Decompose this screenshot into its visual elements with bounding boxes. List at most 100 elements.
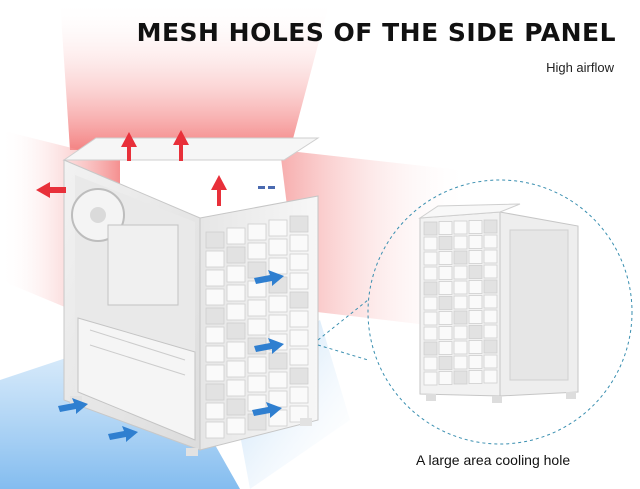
mesh-hole bbox=[468, 265, 483, 279]
mesh-hole bbox=[226, 360, 246, 378]
mesh-hole bbox=[468, 370, 483, 384]
mesh-hole bbox=[205, 345, 225, 363]
mesh-hole bbox=[205, 326, 225, 344]
mesh-hole bbox=[205, 383, 225, 401]
detail-mesh-grid bbox=[423, 219, 498, 386]
shroud-line bbox=[89, 344, 186, 376]
mesh-hole bbox=[423, 266, 438, 281]
mesh-hole bbox=[483, 279, 498, 294]
mesh-hole bbox=[483, 234, 498, 249]
hot-air-arrow-icon bbox=[121, 132, 137, 161]
mesh-hole bbox=[483, 219, 498, 234]
mesh-hole bbox=[205, 250, 225, 268]
mesh-hole bbox=[438, 371, 453, 385]
mesh-hole bbox=[205, 269, 225, 287]
mesh-hole bbox=[483, 264, 498, 279]
cool-air-arrow-icon bbox=[254, 338, 284, 354]
case-top-panel bbox=[62, 137, 320, 161]
mesh-hole bbox=[226, 246, 246, 264]
mesh-hole bbox=[453, 340, 468, 355]
mesh-hole bbox=[423, 251, 438, 266]
mesh-hole bbox=[438, 356, 453, 370]
detail-case bbox=[418, 203, 579, 403]
mesh-hole bbox=[226, 417, 246, 435]
mesh-hole bbox=[453, 250, 468, 265]
mesh-hole bbox=[423, 371, 438, 386]
detail-case-foot bbox=[566, 392, 576, 399]
zoom-circle bbox=[367, 179, 633, 445]
mesh-hole bbox=[468, 280, 483, 294]
cool-air-arrow-icon bbox=[58, 398, 88, 414]
hot-air-arrow-icon bbox=[173, 130, 189, 161]
mesh-hole bbox=[226, 265, 246, 283]
mesh-hole bbox=[453, 280, 468, 295]
mesh-hole bbox=[453, 220, 468, 235]
detail-case-foot bbox=[426, 394, 436, 401]
mesh-hole bbox=[226, 284, 246, 302]
detail-case-top bbox=[418, 203, 521, 219]
mesh-hole bbox=[268, 314, 288, 332]
mesh-hole bbox=[453, 310, 468, 325]
shroud-line bbox=[89, 329, 186, 361]
cool-air-arrow-icon bbox=[252, 402, 282, 418]
mesh-hole bbox=[423, 341, 438, 356]
mesh-hole bbox=[289, 253, 309, 271]
mesh-hole bbox=[247, 299, 267, 317]
mesh-hole bbox=[453, 295, 468, 310]
mesh-hole bbox=[453, 370, 468, 385]
mesh-hole bbox=[438, 281, 453, 295]
mesh-hole bbox=[268, 352, 288, 370]
mesh-hole bbox=[289, 272, 309, 290]
mesh-hole bbox=[289, 329, 309, 347]
mesh-hole bbox=[226, 303, 246, 321]
mesh-hole bbox=[423, 236, 438, 251]
mesh-hole bbox=[468, 295, 483, 309]
zoom-connector bbox=[317, 179, 633, 445]
mesh-hole bbox=[423, 221, 438, 236]
mesh-hole bbox=[423, 326, 438, 341]
mesh-hole bbox=[289, 310, 309, 328]
airflow-arrows bbox=[36, 130, 284, 442]
mesh-hole bbox=[247, 413, 267, 431]
mesh-hole bbox=[268, 219, 288, 237]
mesh-hole bbox=[453, 355, 468, 370]
mesh-hole bbox=[226, 398, 246, 416]
case-mesh-grid bbox=[205, 215, 309, 439]
mesh-hole bbox=[483, 324, 498, 339]
mesh-hole bbox=[438, 236, 453, 250]
mesh-hole bbox=[483, 309, 498, 324]
motherboard-tray bbox=[107, 224, 179, 306]
mesh-hole bbox=[205, 421, 225, 439]
mesh-hole bbox=[483, 294, 498, 309]
mesh-hole bbox=[423, 296, 438, 311]
mesh-hole bbox=[247, 242, 267, 260]
cool-air-arrow-icon bbox=[108, 426, 138, 442]
detail-side-window bbox=[509, 229, 569, 381]
mesh-hole bbox=[247, 223, 267, 241]
mesh-hole bbox=[438, 326, 453, 340]
top-io-port bbox=[258, 186, 265, 189]
detail-caption: A large area cooling hole bbox=[416, 452, 571, 468]
mesh-hole bbox=[468, 220, 483, 234]
mesh-hole bbox=[268, 238, 288, 256]
mesh-hole bbox=[247, 375, 267, 393]
mesh-hole bbox=[268, 295, 288, 313]
mesh-hole bbox=[438, 251, 453, 265]
mesh-hole bbox=[289, 291, 309, 309]
case-foot bbox=[186, 448, 198, 456]
case-foot bbox=[300, 418, 312, 426]
mesh-hole bbox=[289, 367, 309, 385]
mesh-hole bbox=[483, 249, 498, 264]
rear-fan-hub bbox=[90, 207, 106, 223]
hot-air-arrow-icon bbox=[211, 175, 227, 206]
mesh-hole bbox=[468, 235, 483, 249]
mesh-hole bbox=[468, 325, 483, 339]
detail-case-foot bbox=[492, 396, 502, 403]
mesh-hole bbox=[438, 221, 453, 235]
mesh-hole bbox=[205, 288, 225, 306]
mesh-hole bbox=[205, 402, 225, 420]
page-title: MESH HOLES OF THE SIDE PANEL bbox=[136, 18, 616, 47]
mesh-hole bbox=[247, 261, 267, 279]
